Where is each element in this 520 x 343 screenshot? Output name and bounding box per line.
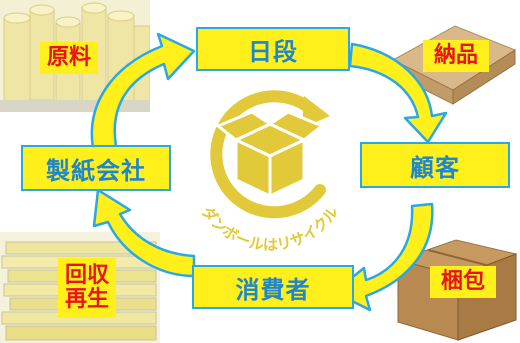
node-left: 製紙会社	[21, 145, 171, 191]
recycle-label-line1: 回収	[64, 262, 109, 288]
node-right: 顧客	[360, 142, 510, 188]
delivery-label: 納品	[423, 40, 489, 72]
node-bottom: 消費者	[192, 265, 354, 309]
recycle-label: 回収 再生	[58, 258, 116, 318]
recycle-label-line2: 再生	[64, 287, 109, 312]
arrow-left-to-top	[90, 32, 196, 150]
arrow-top-to-right	[348, 42, 448, 144]
packing-label: 梱包	[430, 266, 496, 298]
cardboard-box-icon	[216, 110, 324, 198]
raw-material-label: 原料	[40, 42, 98, 74]
node-top: 日段	[196, 27, 350, 71]
